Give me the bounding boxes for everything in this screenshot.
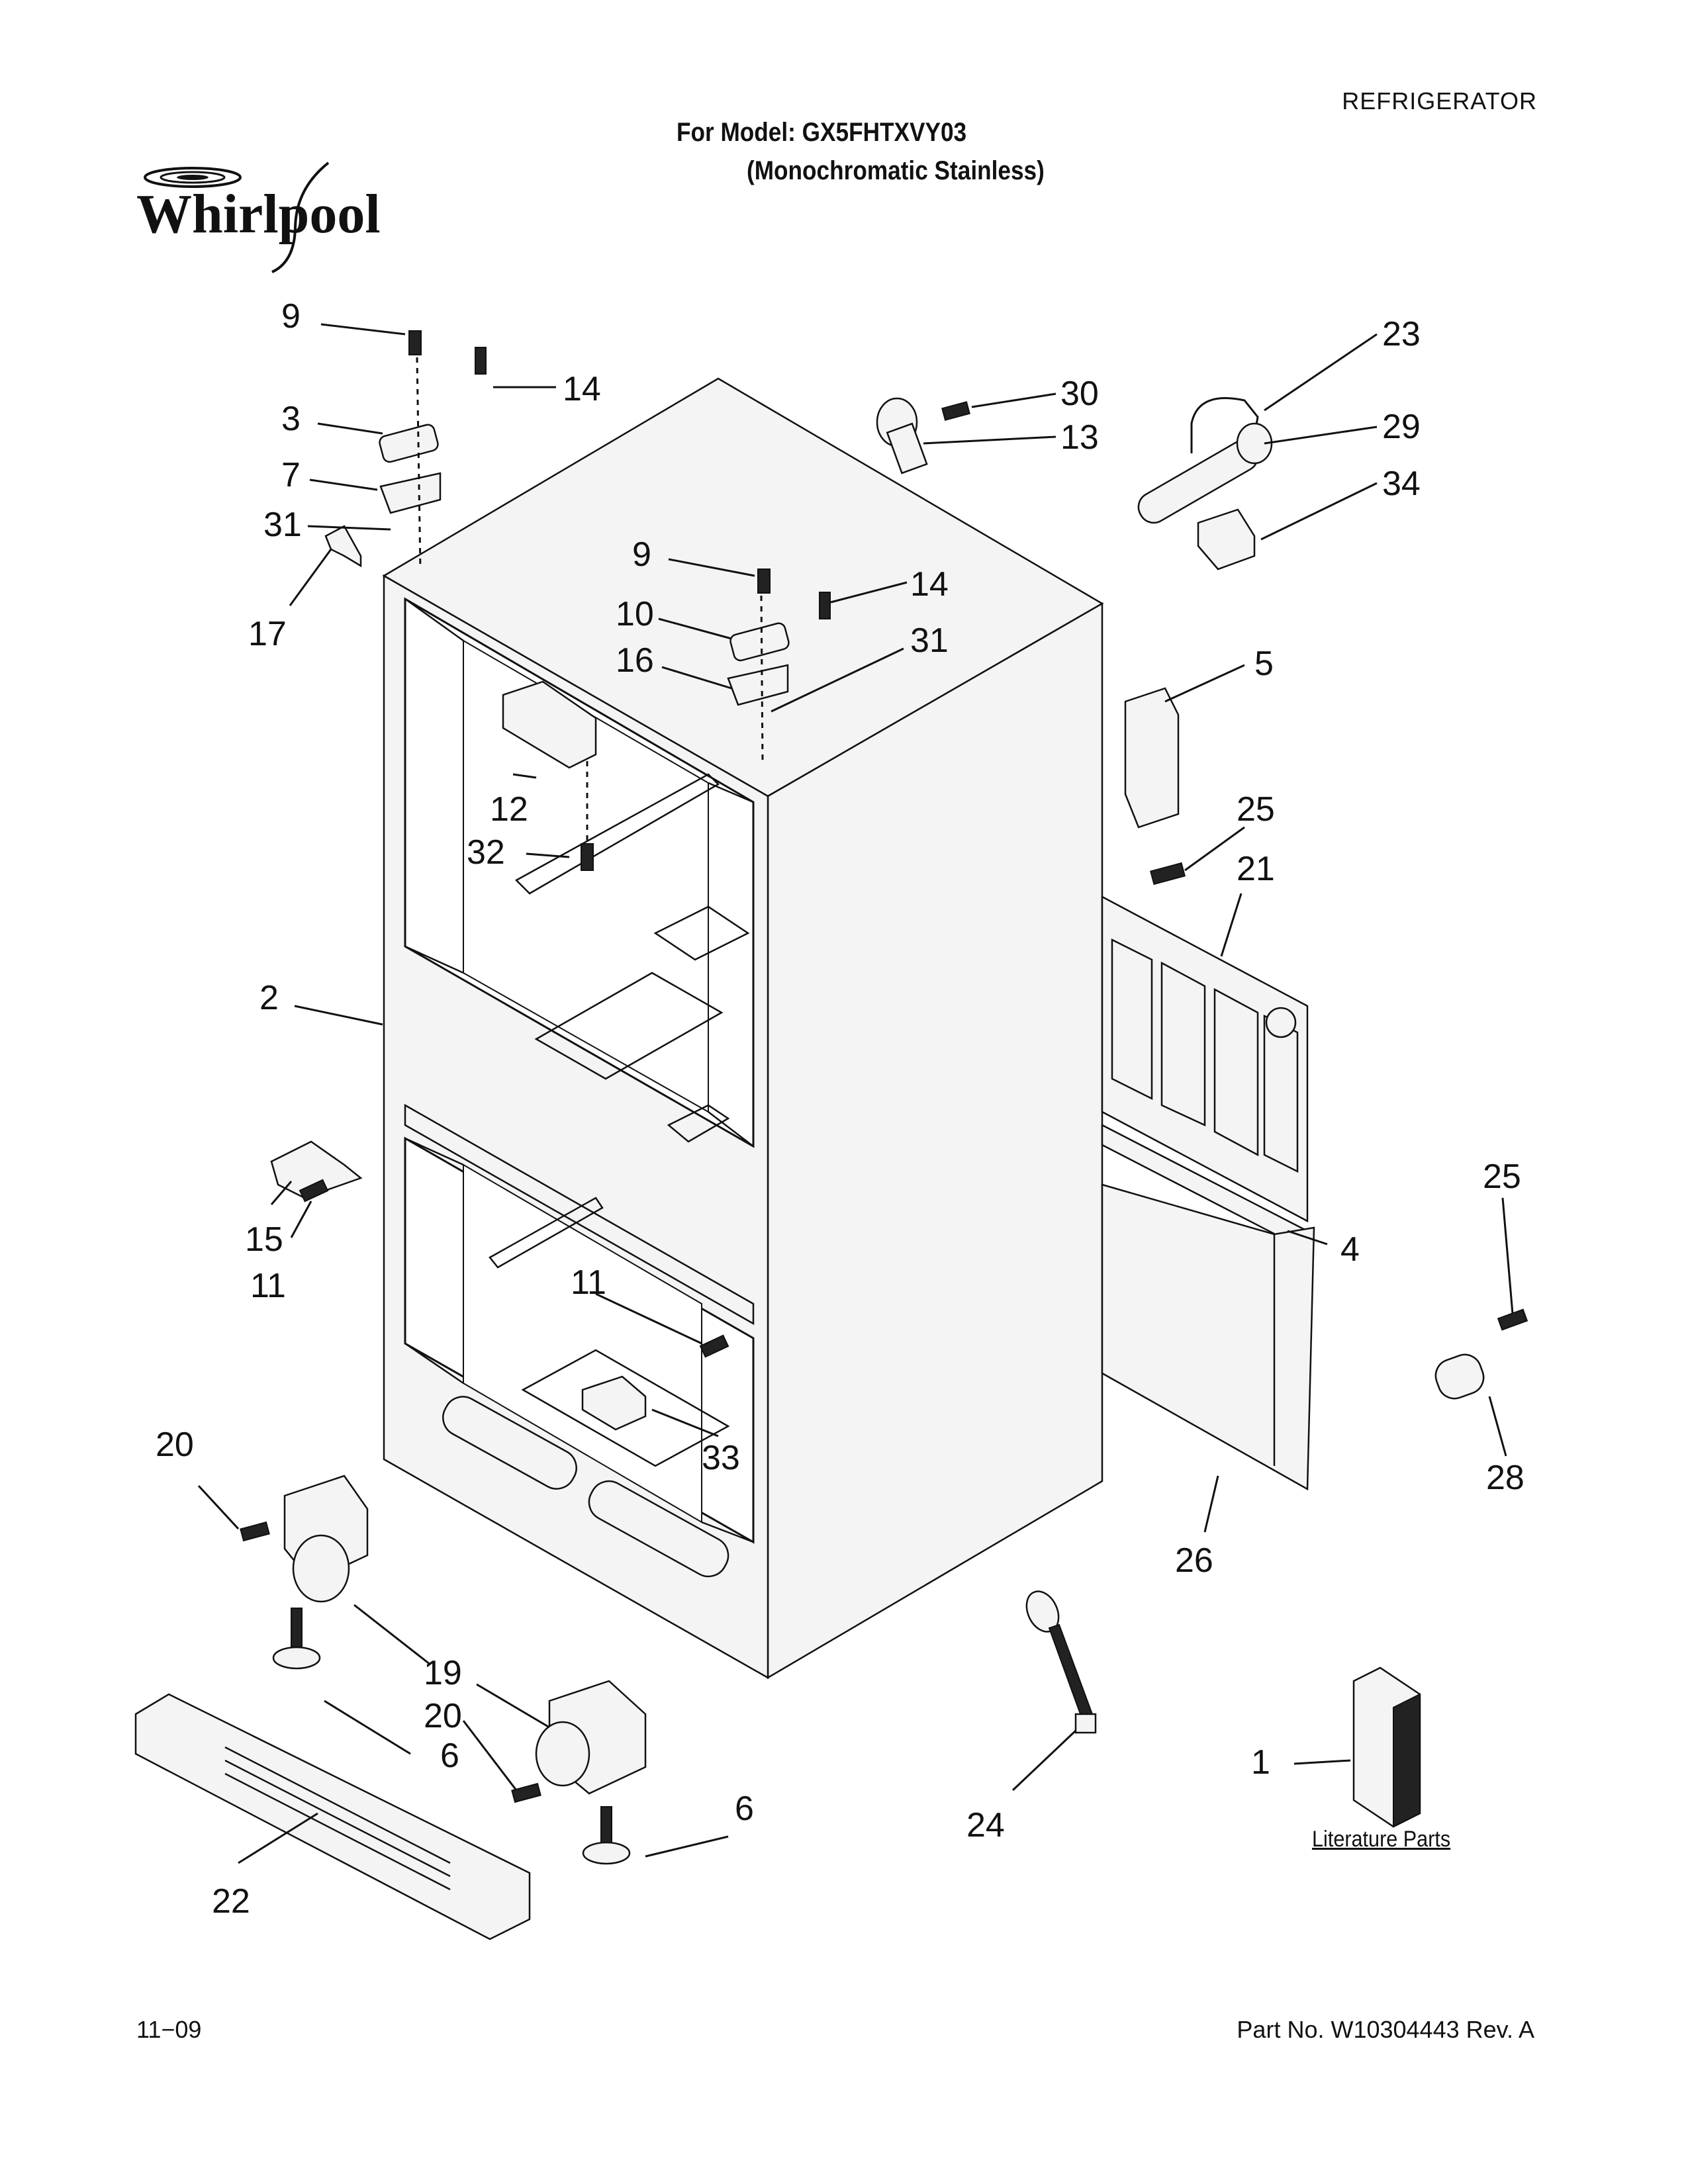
callout-16: 16 — [616, 641, 654, 680]
callout-28: 28 — [1486, 1459, 1524, 1497]
whirlpool-logo: Whirlpool — [136, 161, 381, 273]
callout-14: 14 — [910, 565, 949, 604]
category-label: REFRIGERATOR — [1342, 87, 1537, 114]
callout-10: 10 — [616, 595, 654, 633]
top-left-hinge — [379, 330, 487, 570]
part-24-tool — [1025, 1590, 1097, 1734]
top-center-hinge — [727, 569, 831, 762]
callout-25: 25 — [1483, 1158, 1521, 1196]
literature-parts-label: Literature Parts — [1312, 1827, 1451, 1852]
callout-13: 13 — [1060, 418, 1099, 457]
callout-14: 14 — [563, 370, 601, 408]
cabinet-assembly — [382, 377, 1104, 1680]
roller-assembly-right — [511, 1680, 647, 1865]
part-5-bracket — [1124, 687, 1180, 829]
callout-2: 2 — [259, 979, 279, 1017]
part-1-literature — [1352, 1666, 1421, 1828]
part-15-bracket-and-11-screw — [270, 1140, 363, 1203]
part-28-clamp-and-25-screw — [1434, 1308, 1528, 1400]
callout-31: 31 — [910, 621, 949, 660]
callout-19: 19 — [424, 1654, 462, 1692]
parts-13-30 — [876, 397, 970, 475]
callout-20: 20 — [156, 1426, 194, 1464]
callout-31: 31 — [263, 506, 302, 544]
callout-26: 26 — [1175, 1541, 1213, 1580]
callout-15: 15 — [245, 1220, 283, 1259]
callout-4: 4 — [1340, 1230, 1360, 1269]
part-21-rear-access-cover — [1101, 862, 1309, 1223]
callout-9: 9 — [281, 297, 301, 336]
callout-34: 34 — [1382, 465, 1421, 503]
callout-5: 5 — [1254, 645, 1274, 683]
footer-date: 11−09 — [136, 2016, 202, 2043]
callout-1: 1 — [1251, 1743, 1270, 1782]
callout-9: 9 — [632, 535, 651, 574]
callout-23: 23 — [1382, 315, 1421, 353]
callout-11: 11 — [250, 1267, 286, 1305]
callout-17: 17 — [248, 615, 287, 653]
callout-6: 6 — [440, 1737, 459, 1775]
part-26-base-panel — [1101, 1183, 1315, 1491]
top-hinge-cover-12 — [502, 680, 597, 871]
callout-33: 33 — [702, 1439, 740, 1477]
part-22-toe-grille — [134, 1693, 531, 1940]
callout-20: 20 — [424, 1697, 462, 1735]
callout-7: 7 — [281, 456, 301, 494]
svg-text:Whirlpool: Whirlpool — [136, 183, 381, 245]
callout-3: 3 — [281, 400, 301, 438]
roller-assembly-left — [240, 1475, 369, 1670]
leader-lines — [197, 323, 1514, 1864]
callout-21: 21 — [1237, 850, 1275, 888]
callout-25: 25 — [1237, 790, 1275, 829]
callout-12: 12 — [490, 790, 528, 829]
callout-22: 22 — [212, 1882, 250, 1921]
callout-32: 32 — [467, 833, 505, 872]
callout-labels: 9 14 3 7 31 17 9 14 10 16 31 30 13 23 29… — [156, 297, 1524, 1921]
footer-part-number: Part No. W10304443 Rev. A — [1237, 2016, 1534, 2043]
part-17-strip — [324, 525, 362, 568]
callout-30: 30 — [1060, 375, 1099, 413]
parts-23-29-34 — [1137, 397, 1273, 570]
callout-29: 29 — [1382, 408, 1421, 446]
part-33-bracket-and-11-screw — [581, 1334, 729, 1431]
model-variant: (Monochromatic Stainless) — [747, 156, 1045, 185]
callout-11: 11 — [571, 1263, 606, 1302]
callout-24: 24 — [966, 1806, 1005, 1844]
callout-6: 6 — [735, 1790, 754, 1828]
model-title: For Model: GX5FHTXVY03 — [677, 118, 967, 147]
